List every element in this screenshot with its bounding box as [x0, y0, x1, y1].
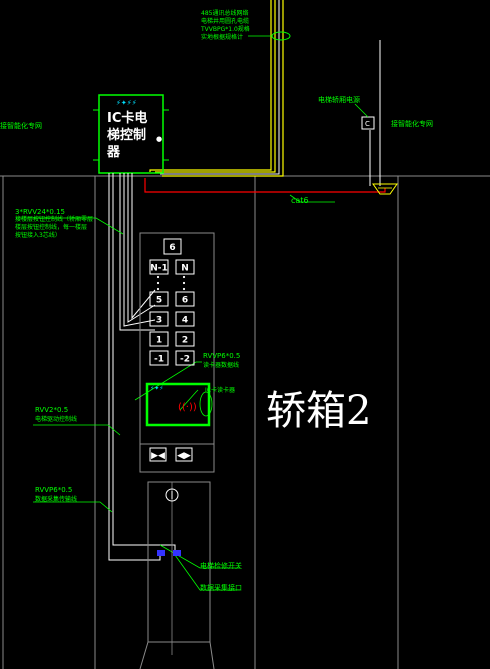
floor-button-right-2: 4 [175, 311, 195, 327]
svg-text:●: ● [156, 135, 162, 143]
top-cable-line1: 485通讯总线网络 [201, 10, 249, 17]
ceiling-antenna-icon [372, 183, 398, 195]
door-open-button: ▶◀ [149, 447, 167, 462]
top-cable-line4: 实地根据规格计 [201, 34, 244, 41]
cat6-lines [144, 40, 386, 203]
rvv2-label: RVV2*0.5 电梯驱动控制线 [35, 406, 77, 424]
floor-button-right-3: 2 [175, 331, 195, 347]
floor-button-right-0-label: N [181, 264, 189, 274]
card-reader-label: IC卡读卡器 [205, 387, 235, 394]
data-interface-marks [157, 550, 181, 556]
svg-text:⚡✦⚡: ⚡✦⚡ [150, 385, 163, 392]
cat6-label: cat6 [291, 196, 309, 205]
rvvp6-bottom-spec: RVVP6*0.5 [35, 486, 73, 494]
floor-button-right-4-label: -2 [180, 355, 190, 365]
svg-text:C: C [365, 120, 370, 128]
rvv24-note3: 按钮接入3芯线） [15, 232, 61, 239]
ellipsis-dot [182, 287, 186, 291]
rvvp6-top-label: RVVP6*0.5 读卡器数据线 [203, 352, 240, 370]
rvv24-note2: 楼层按钮控制线，每一楼层 [15, 224, 88, 231]
right-network-label: 接智能化专网 [391, 120, 433, 128]
top-cable-line2: 电梯井用圆孔电缆 [201, 18, 250, 25]
floor-button-right-3-label: 2 [182, 336, 188, 346]
rvv2-note: 电梯驱动控制线 [35, 416, 78, 423]
controller-title: IC卡电 梯控制 器 [107, 110, 147, 161]
floor-button-left-2: 3 [149, 311, 169, 327]
rvvp6-top-spec: RVVP6*0.5 [203, 352, 241, 360]
svg-text:((·)): ((·)) [178, 402, 197, 413]
floor-button-left-3: 1 [149, 331, 169, 347]
car-title: 轿箱2 [266, 388, 372, 434]
ic-card-controller: ⚡✦⚡⚡ ● [93, 94, 169, 174]
floor-button-left-4: -1 [149, 350, 169, 366]
power-outlet: C [354, 103, 375, 130]
door-close-button: ◀▶ [175, 447, 193, 462]
ellipsis-dot [182, 281, 186, 285]
door-open-button-label: ▶◀ [151, 451, 165, 461]
top-cable-line3: TVVBPG*1.0规格 [201, 26, 250, 33]
floor-button-left-0: N-1 [149, 259, 169, 275]
floor-button-left-0-label: N-1 [150, 264, 168, 274]
floor-button-right-4: -2 [175, 350, 195, 366]
floor-button-top: 6 [163, 238, 182, 255]
card-reader: ⚡✦⚡ ((·)) [145, 382, 213, 427]
floor-button-left-2-label: 3 [156, 316, 162, 326]
rvv2-spec: RVV2*0.5 [35, 406, 69, 414]
switch-label: 电梯检修开关 [200, 562, 242, 570]
floor-button-left-4-label: -1 [154, 355, 164, 365]
top-cable-label: 485通讯总线网络 电梯井用圆孔电缆 TVVBPG*1.0规格 实地根据规格计 [201, 10, 250, 42]
left-network-label: 接智能化专网 [0, 122, 42, 130]
floor-button-right-1: 6 [175, 291, 195, 307]
controller-title-line2: 梯控制 [107, 128, 147, 143]
rvvp6-bottom-note: 数据采集传输线 [35, 496, 78, 503]
ellipsis-dot [182, 275, 186, 279]
rvv24-spec: 3*RVV24*0.15 [15, 208, 66, 216]
rvvp6-bottom-label: RVVP6*0.5 数据采集传输线 [35, 486, 77, 504]
ellipsis-dot [156, 281, 160, 285]
rvv24-note1: 接楼层按钮控制线（轿厢零层 [15, 216, 94, 223]
floor-button-top-label: 6 [169, 243, 175, 253]
door-close-button-label: ◀▶ [177, 451, 191, 461]
car-operating-panel [139, 232, 215, 669]
floor-button-right-2-label: 4 [182, 316, 188, 326]
shaft-walls [0, 175, 490, 669]
floor-button-left-1: 5 [149, 291, 169, 307]
ellipsis-dot [156, 275, 160, 279]
ellipsis-dot [156, 287, 160, 291]
svg-text:⚡✦⚡⚡: ⚡✦⚡⚡ [116, 99, 137, 107]
rvv24-label: 3*RVV24*0.15 接楼层按钮控制线（轿厢零层 楼层按钮控制线，每一楼层 … [15, 208, 93, 240]
floor-button-right-1-label: 6 [182, 296, 188, 306]
bus-485-lines [149, 0, 291, 177]
floor-button-right-0: N [175, 259, 195, 275]
floor-button-left-1-label: 5 [156, 296, 162, 306]
power-label: 电梯轿厢电源 [318, 96, 360, 104]
controller-title-line1: IC卡电 [107, 111, 148, 126]
controller-title-line3: 器 [107, 145, 121, 160]
rvvp6-top-note: 读卡器数据线 [203, 362, 240, 369]
interface-label: 数据采集接口 [200, 584, 242, 592]
floor-button-left-3-label: 1 [156, 336, 162, 346]
